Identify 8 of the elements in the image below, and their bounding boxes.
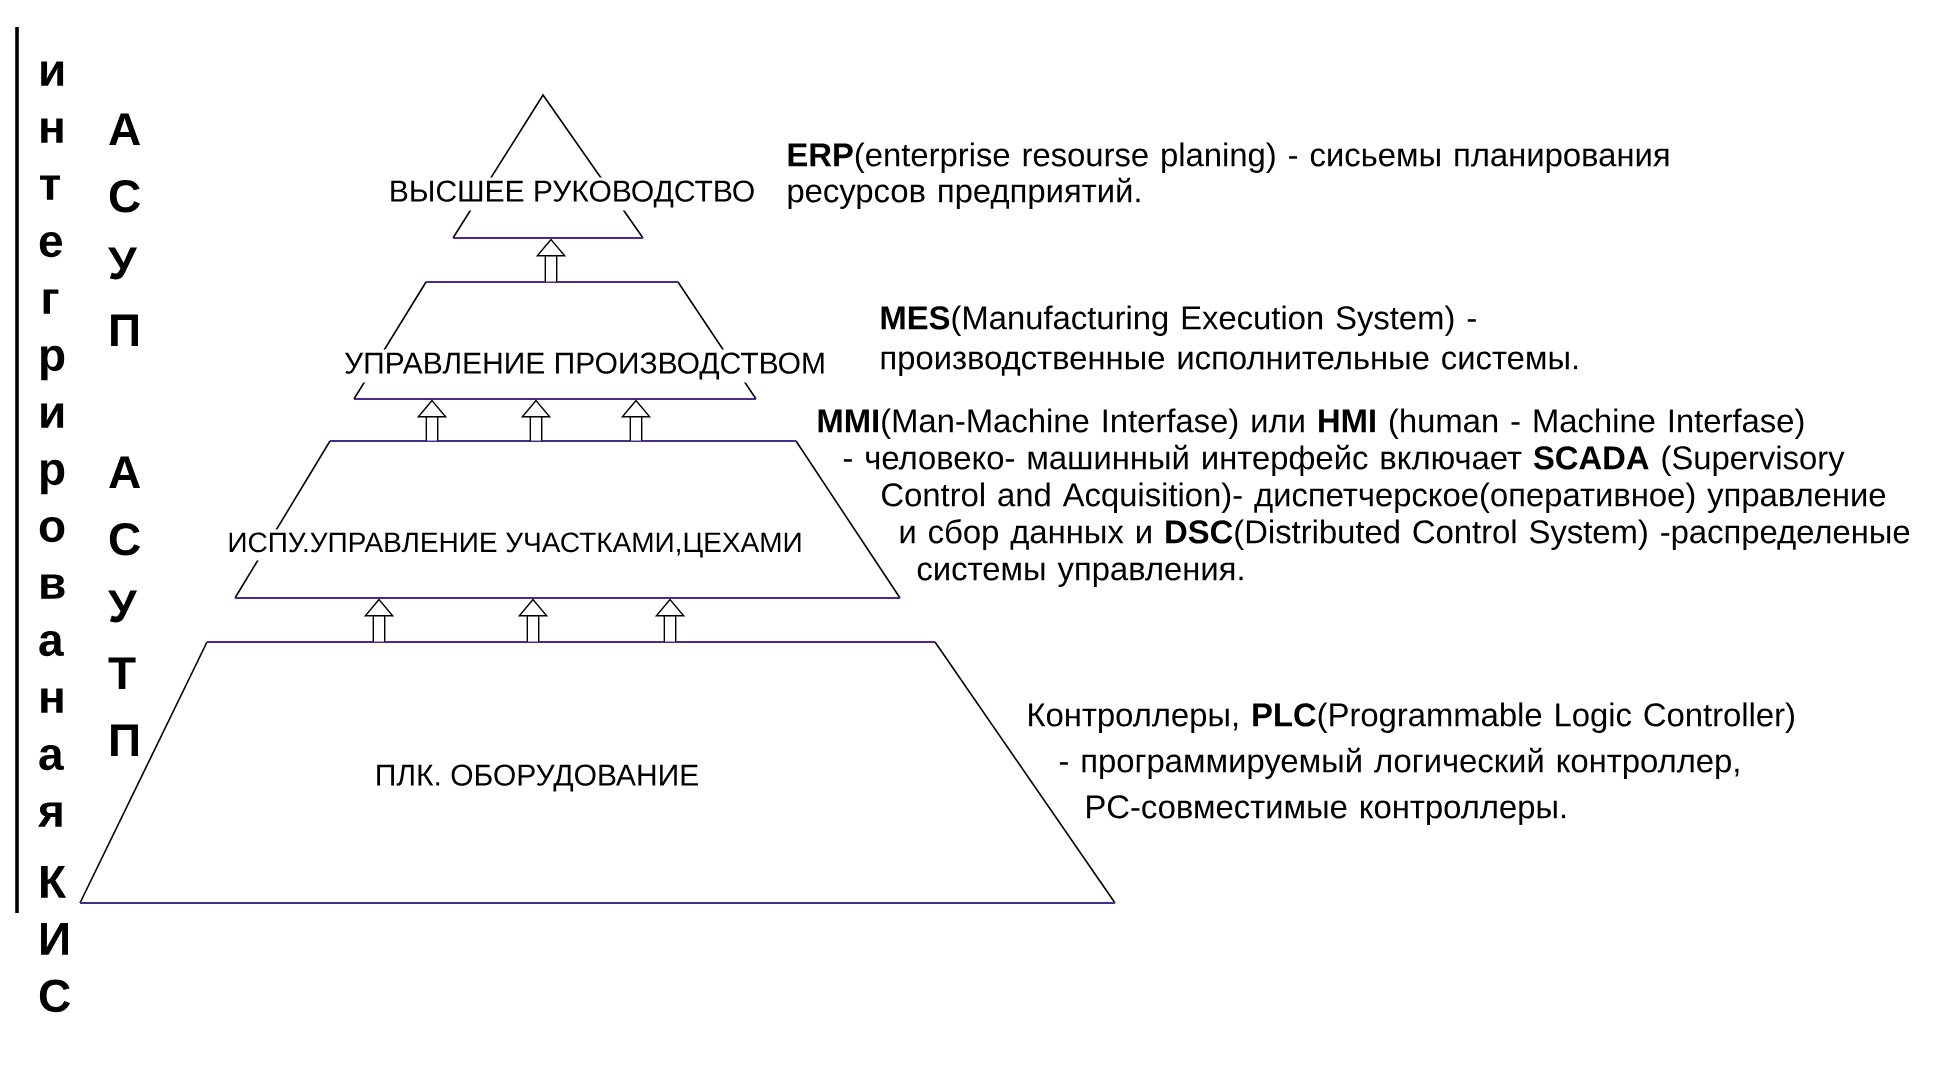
trapezoid: УПРАВЛЕНИЕ ПРОИЗВОДСТВОМ	[341, 281, 829, 400]
node-label: ВЫСШЕЕ РУКОВОДСТВО	[391, 180, 754, 208]
node-label: УПРАВЛЕНИЕ ПРОИЗВОДСТВОМ	[344, 352, 824, 380]
node-label: ИСПУ.УПРАВЛЕНИЕ УЧАСТКАМИ,ЦЕХАМИ	[229, 532, 801, 558]
description-text: ERP(enterprise resourse planing) - сисьемы планирования ресурсов предприятий.	[788, 142, 1669, 209]
vertical-text: АСУП	[108, 113, 141, 347]
triangle: ВЫСШЕЕ РУКОВОДСТВО	[385, 93, 759, 239]
description-text: MES(Manufacturing Execution System) - производственные исполнительные системы.	[881, 305, 1578, 376]
